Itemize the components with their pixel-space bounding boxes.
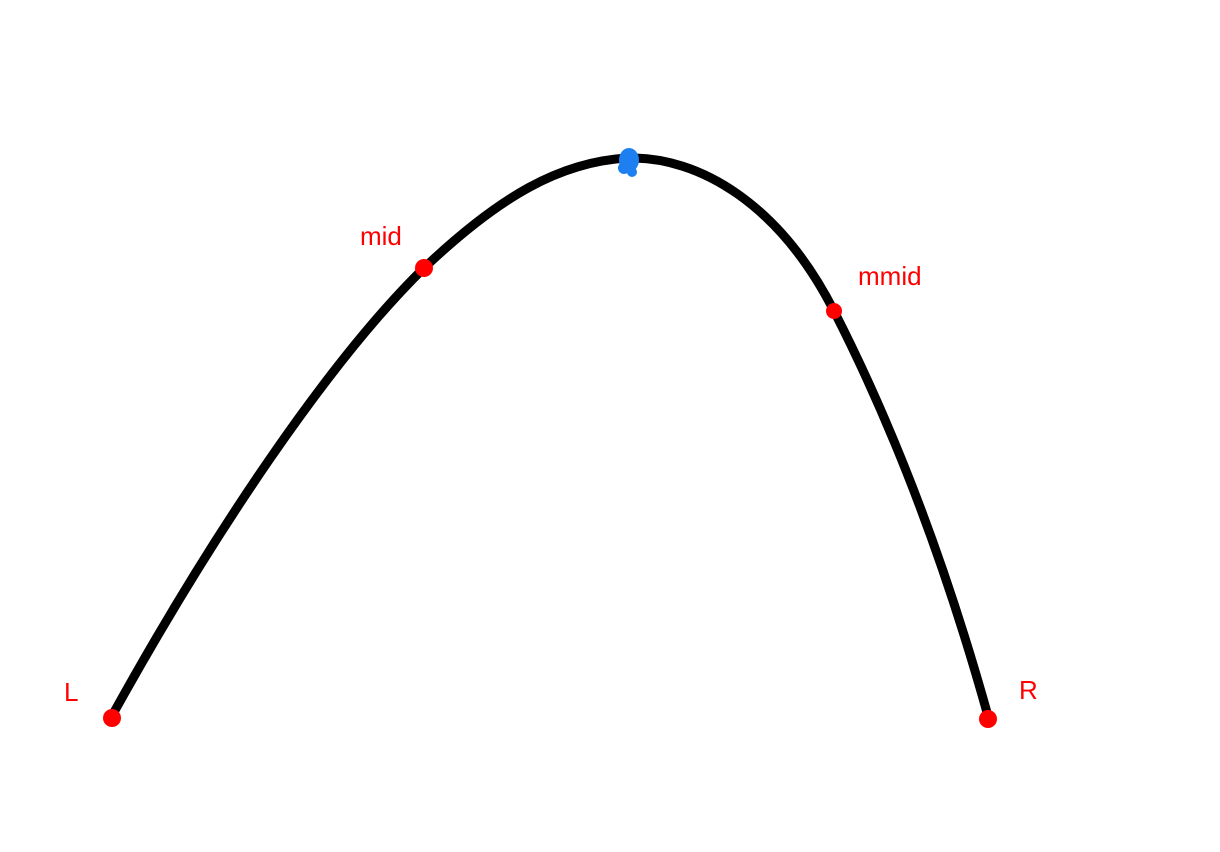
mmid-point <box>826 303 842 319</box>
left-point <box>103 709 121 727</box>
label-mmid: mmid <box>858 261 922 291</box>
peak-marker <box>618 148 639 177</box>
label-mid: mid <box>360 221 402 251</box>
label-right: R <box>1019 675 1038 705</box>
label-left: L <box>64 677 78 707</box>
mid-point <box>415 259 433 277</box>
right-point <box>979 710 997 728</box>
unimodal-curve <box>108 153 993 721</box>
